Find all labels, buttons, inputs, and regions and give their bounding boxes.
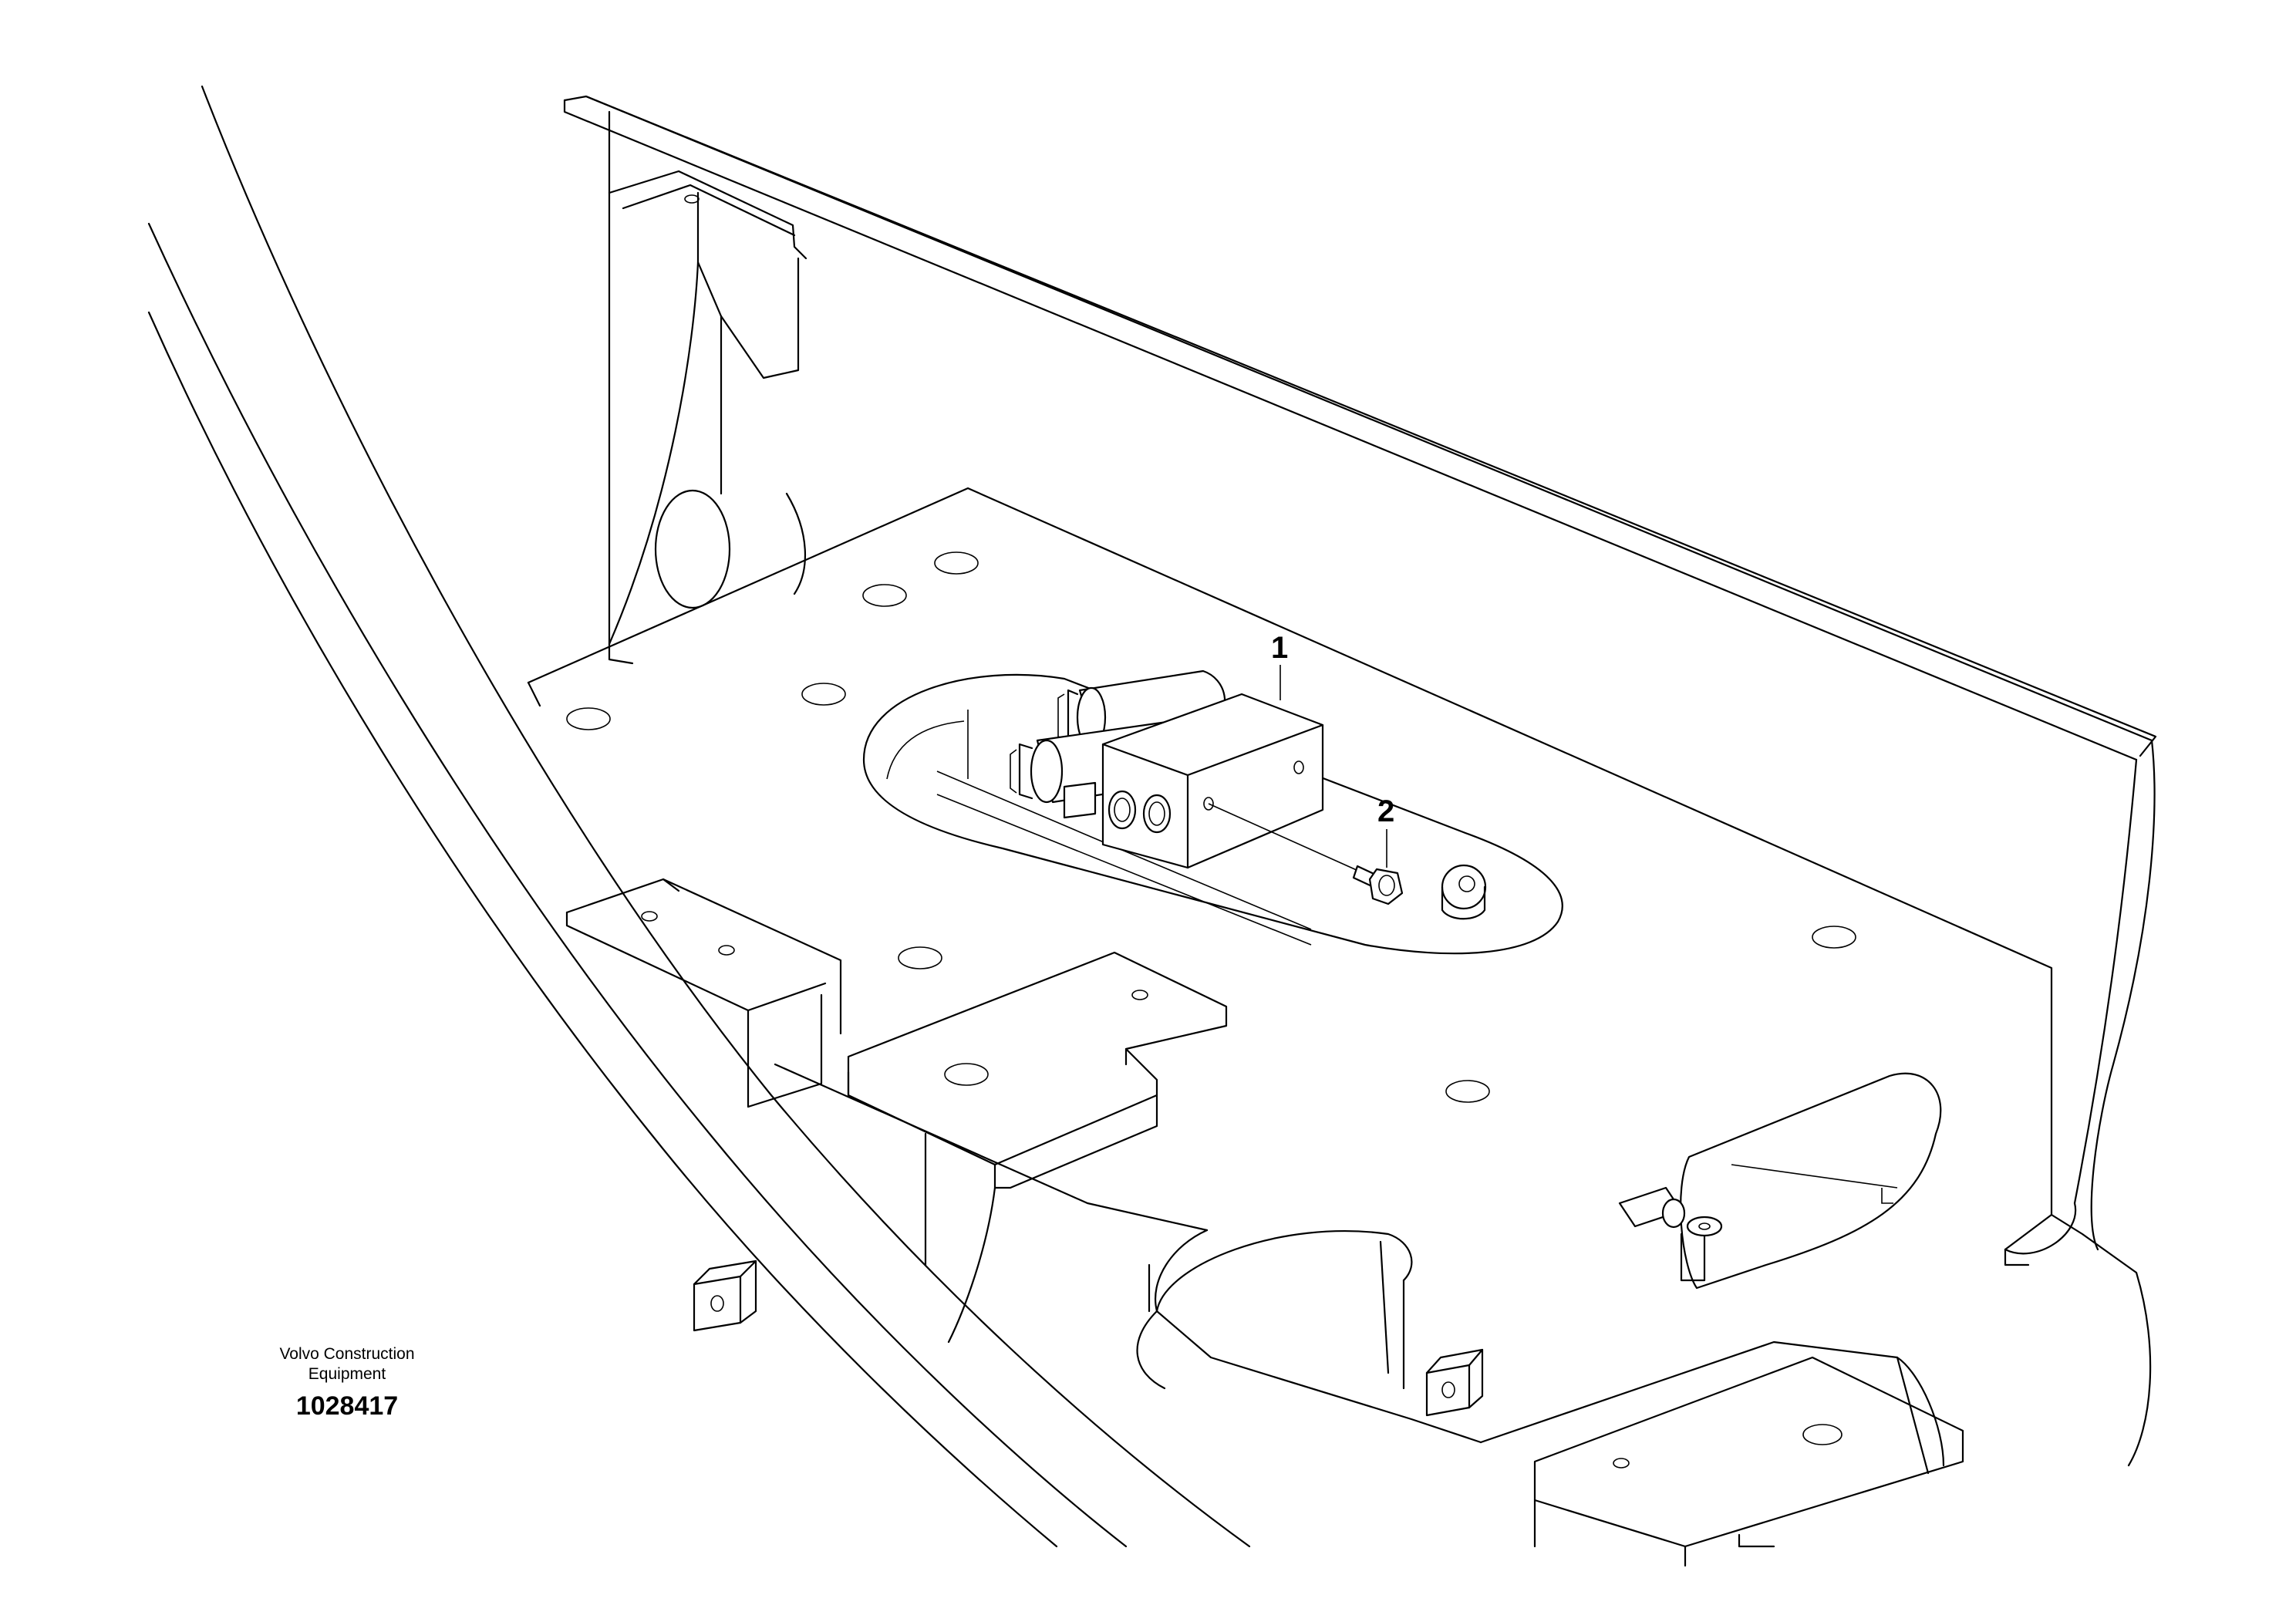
part-1-solenoid-valve (1010, 669, 1324, 869)
brand-line-2: Equipment (308, 1365, 386, 1383)
brand-line-1: Volvo Construction (279, 1345, 415, 1363)
small-blocks (693, 1259, 1484, 1417)
upright-bracket (608, 110, 807, 665)
drawing-number: 1028417 (295, 1391, 399, 1421)
curved-frame-rail (147, 85, 1251, 1548)
lower-center-bracket (847, 951, 1228, 1344)
callout-1: 1 (1271, 631, 1289, 665)
top-plate (563, 95, 2157, 1255)
deck-holes (566, 551, 1856, 1103)
lower-right-bracket (1533, 1356, 1964, 1567)
lower-angle-bracket (565, 878, 842, 1108)
callout-2: 2 (1377, 794, 1395, 828)
leader-lines (1279, 665, 1387, 868)
part-2-bolt (1208, 803, 1487, 920)
deck-slot (1618, 1072, 1942, 1290)
main-deck-plate (527, 487, 2152, 1475)
